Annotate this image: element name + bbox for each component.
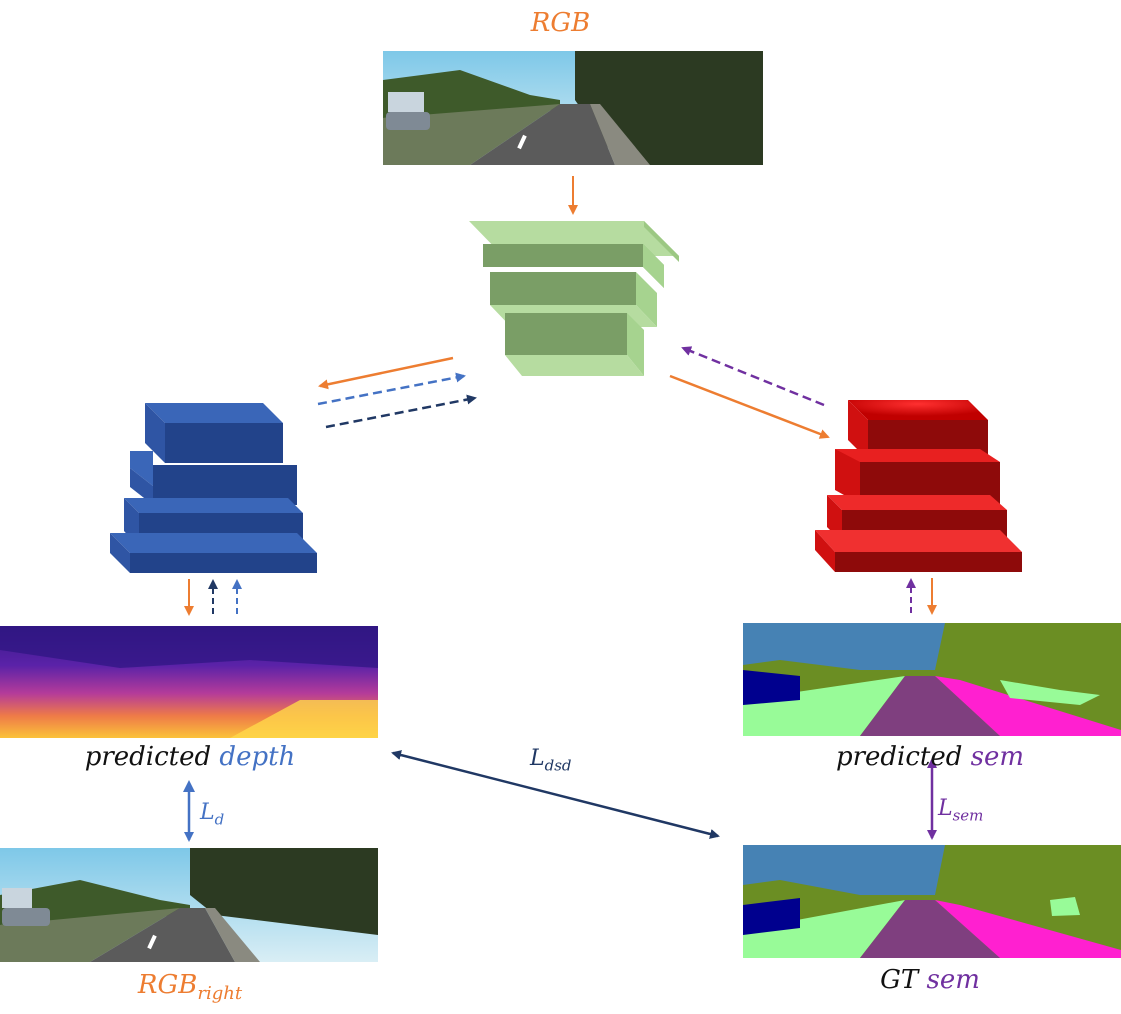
depth-decoder-block (110, 403, 317, 573)
arrow-depth-grad-blue (317, 372, 466, 406)
sem-word: sem (926, 965, 980, 995)
rgb-right-image (0, 848, 378, 962)
loss-sem-label: Lsem (938, 796, 984, 825)
arrow-encoder-to-sem (669, 374, 830, 439)
rgb-label: RGB (530, 8, 591, 38)
predicted-sem-image (743, 623, 1121, 736)
arrow-sem-grad-purple (681, 346, 825, 407)
rgb-input-image (383, 51, 763, 165)
predicted-sem-label: predicted sem (740, 742, 1120, 772)
predicted-prefix: predicted (835, 742, 963, 772)
gt-sem-label: GT sem (740, 965, 1120, 995)
encoder-block (469, 221, 679, 376)
rgb-right-subscript: right (197, 983, 243, 1005)
arrow-depth-grad-darkblue (325, 394, 477, 429)
depth-word: depth (219, 742, 296, 772)
sem-decoder-block (815, 400, 1022, 572)
predicted-prefix: predicted (84, 742, 212, 772)
sem-word: sem (970, 742, 1025, 772)
arrow-encoder-to-depth (318, 356, 454, 390)
arrow-loss-depth-head-up (183, 780, 195, 792)
rgb-right-label: RGBright (137, 970, 243, 1005)
gt-sem-image (743, 845, 1121, 958)
predicted-depth-label: predicted depth (0, 742, 380, 772)
gt-prefix: GT (880, 965, 919, 995)
arrow-loss-dsd (391, 750, 720, 839)
predicted-depth-image (0, 626, 378, 738)
loss-depth-label: Ld (200, 800, 225, 829)
loss-dsd-label: Ldsd (530, 746, 572, 775)
